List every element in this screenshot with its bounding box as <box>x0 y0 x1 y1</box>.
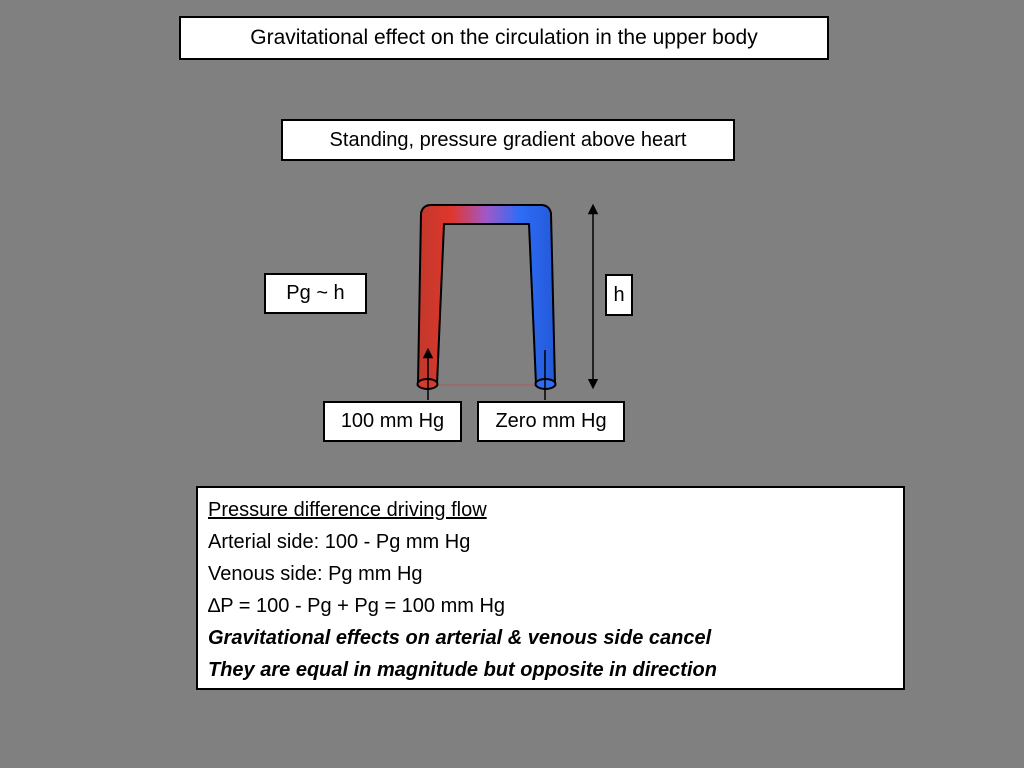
conclusion-opposite: They are equal in magnitude but opposite… <box>208 659 717 681</box>
arterial-pressure-box: 100 mm Hg <box>323 401 462 442</box>
arterial-side-text: Arterial side: 100 - Pg mm Hg <box>208 531 471 553</box>
venous-pressure-label: Zero mm Hg <box>495 410 607 432</box>
page-title: Gravitational effect on the circulation … <box>179 16 829 60</box>
delta-p-text: P = 100 - Pg + Pg = 100 mm Hg <box>220 595 506 617</box>
arterial-pressure-label: 100 mm Hg <box>340 410 445 432</box>
pg-label-box: Pg ~ h <box>264 273 367 314</box>
vessel-tube <box>417 204 556 385</box>
pg-label: Pg ~ h <box>286 282 345 304</box>
title-text: Gravitational effect on the circulation … <box>250 26 758 49</box>
delta-symbol: ∆ <box>208 595 221 617</box>
subtitle: Standing, pressure gradient above heart <box>281 119 735 161</box>
venous-pressure-box: Zero mm Hg <box>477 401 625 442</box>
subtitle-text: Standing, pressure gradient above heart <box>329 128 687 151</box>
conclusion-cancel: Gravitational effects on arterial & veno… <box>208 627 712 649</box>
height-label-box: h <box>605 274 633 316</box>
height-label: h <box>613 283 625 306</box>
summary-box: Pressure difference driving flow Arteria… <box>196 486 905 690</box>
delta-p-equation: ∆P = 100 - Pg + Pg = 100 mm Hg <box>208 590 893 622</box>
summary-heading: Pressure difference driving flow <box>208 499 487 521</box>
venous-side-text: Venous side: Pg mm Hg <box>208 563 423 585</box>
